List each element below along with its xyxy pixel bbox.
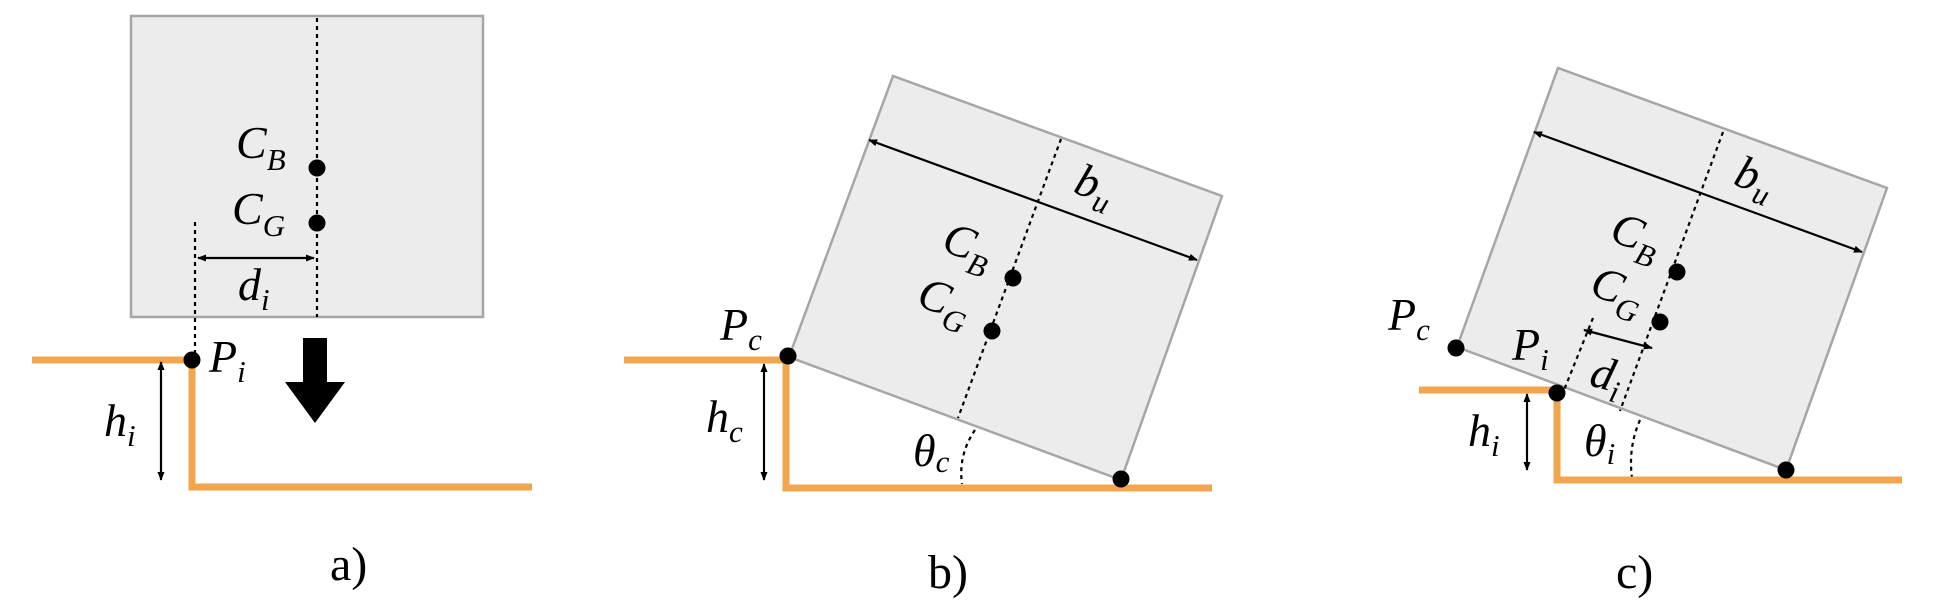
panel-c-pi-point [1548, 384, 1566, 402]
panel-b-pc-point [779, 347, 797, 365]
panel-b-bu-arrow [868, 138, 1198, 262]
panel-c-pi-label: Pi [1511, 319, 1549, 377]
panel-a-cg-point [308, 214, 326, 232]
panel-a-h-label: hi [104, 395, 136, 453]
panel-c-ground [1419, 386, 1902, 484]
panel-c-h-label: hi [1468, 405, 1500, 463]
panel-c-pc-point [1447, 339, 1465, 357]
panel-c-bu-arrow [1533, 130, 1863, 254]
panel-a-body [129, 14, 485, 319]
panel-a-cg-label: CG [232, 183, 285, 243]
panel-c-cb-point [1668, 263, 1686, 281]
panel-b-contact-point [1112, 470, 1130, 488]
panel-b-ground [624, 356, 1212, 492]
panel-a-pi-point [183, 351, 201, 369]
panel-b-h-label: hc [706, 391, 743, 449]
panel-a-down-arrow-icon [285, 338, 345, 423]
panel-b-cg-point [983, 322, 1001, 340]
panel-a-caption: a) [330, 538, 367, 591]
panel-b-theta-arc [960, 429, 976, 485]
panel-b-p-label: Pc [719, 299, 762, 357]
panel-a-cb-label: CB [236, 117, 286, 177]
panel-a: CB CG di Pi hi a) [32, 14, 532, 591]
panel-b-theta-label: θc [913, 425, 950, 479]
panel-c-contact-point [1777, 461, 1795, 479]
panel-b-caption: b) [928, 546, 968, 599]
panel-b-cb-point [1004, 269, 1022, 287]
panel-c-pivot-line [1560, 317, 1595, 396]
panel-c-theta-arc [1629, 419, 1642, 479]
panel-c-d-arrow [1583, 328, 1653, 350]
panel-a-d-label: di [238, 259, 270, 317]
panel-c-theta-label: θi [1584, 415, 1615, 471]
panel-a-cb-point [308, 159, 326, 177]
panel-a-p-label: Pi [208, 331, 246, 389]
panel-c-caption: c) [1616, 546, 1653, 599]
panel-c: bu CB CG Pc Pi di hi θi c) [1387, 66, 1902, 599]
panel-b: bu CB CG Pc hc θc b) [624, 74, 1224, 599]
panel-c-cg-point [1651, 313, 1669, 331]
panel-c-pc-label: Pc [1387, 289, 1430, 347]
panel-a-ground [32, 356, 532, 491]
